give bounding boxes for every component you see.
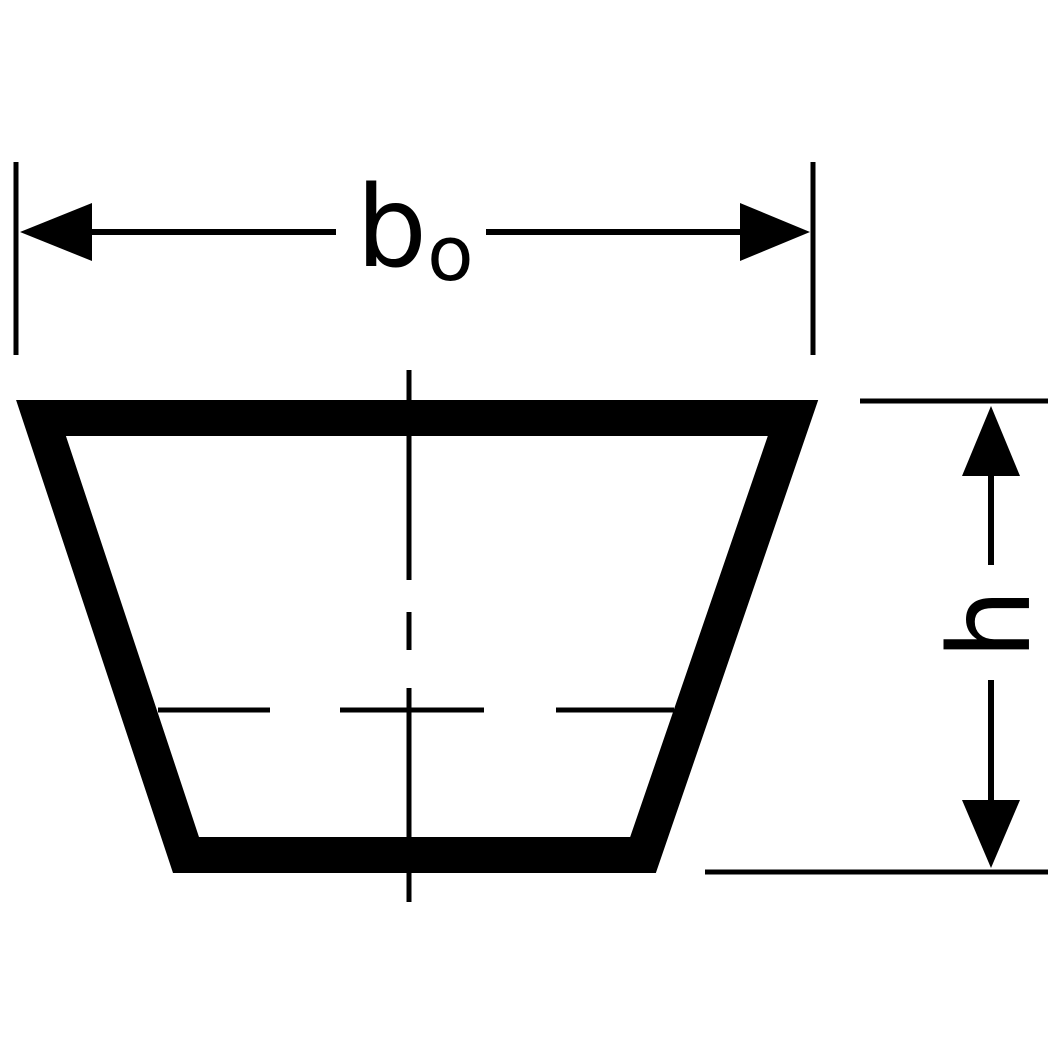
belt-trapezoid-outline: [16, 400, 819, 873]
height-dimension-bottom-arrow: [962, 680, 1020, 868]
width-dimension-left-arrow: [20, 203, 336, 261]
height-dimension-top-arrow: [962, 406, 1020, 565]
width-label-main: b: [356, 163, 427, 293]
width-dimension-right-arrow: [486, 203, 810, 261]
width-label-subscript: o: [427, 209, 474, 298]
height-label: h: [926, 589, 1056, 660]
width-label: bo: [356, 163, 474, 298]
